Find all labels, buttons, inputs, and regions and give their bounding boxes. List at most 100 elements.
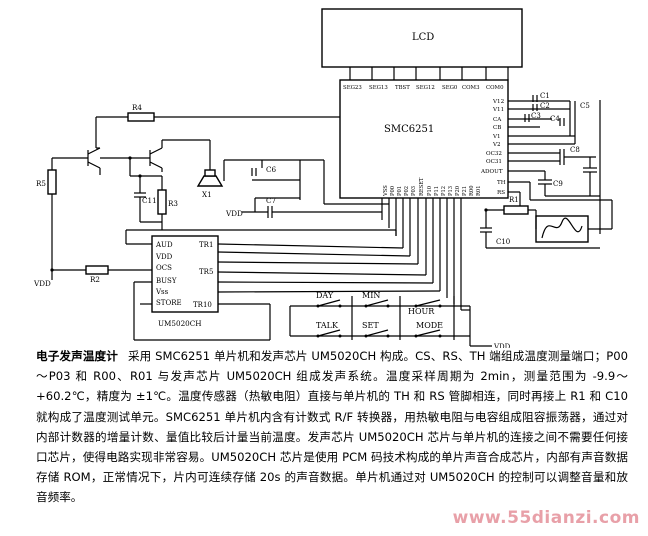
svg-text:V1: V1 [492, 134, 501, 140]
mcu-bottom-leads [381, 198, 462, 310]
voice-chip-left-pins: AUD VDD OCS BUSY Vss STORE [155, 241, 182, 307]
svg-text:SET: SET [362, 321, 379, 330]
svg-text:STORE: STORE [156, 299, 182, 307]
thermistor-labels: R1 C10 [496, 196, 519, 246]
svg-text:R5: R5 [36, 179, 46, 188]
svg-text:MODE: MODE [416, 321, 443, 330]
lcd-block [321, 8, 523, 68]
svg-text:DAY: DAY [316, 291, 334, 300]
svg-text:OCS: OCS [156, 264, 172, 272]
thermistor [535, 215, 589, 243]
button-day-switch [316, 299, 342, 308]
button-set-switch [364, 329, 390, 338]
svg-text:V11: V11 [492, 107, 504, 113]
svg-text:SEG0: SEG0 [442, 85, 458, 91]
svg-text:TR1: TR1 [199, 241, 213, 249]
svg-text:Vss: Vss [155, 288, 169, 296]
mcu-block [339, 79, 509, 199]
svg-text:P10: P10 [427, 186, 433, 196]
r2-resistor [85, 265, 109, 275]
button-hour-switch [414, 299, 442, 308]
svg-text:COM0: COM0 [486, 85, 504, 91]
lcd-bus [349, 67, 509, 80]
r5-resistor [47, 169, 57, 195]
svg-text:C1: C1 [540, 92, 550, 100]
left-part-labels: R4 R5 R3 C11 X1 C6 C7 VDD [36, 103, 276, 218]
svg-text:SEG23: SEG23 [343, 85, 362, 91]
r1-resistor [503, 205, 529, 215]
svg-text:HOUR: HOUR [408, 307, 435, 316]
svg-text:X1: X1 [202, 190, 212, 199]
svg-text:V2: V2 [492, 142, 501, 148]
svg-text:V12: V12 [492, 99, 505, 105]
svg-text:BUSY: BUSY [156, 277, 177, 285]
svg-text:TBST: TBST [395, 85, 410, 91]
svg-text:P00: P00 [390, 186, 396, 196]
svg-text:P20: P20 [455, 186, 461, 196]
svg-text:P02: P02 [404, 186, 410, 196]
svg-text:R01: R01 [476, 185, 482, 196]
svg-text:P03: P03 [411, 186, 417, 196]
button-mode-switch [414, 329, 442, 338]
voice-chip-wiring [50, 229, 441, 341]
svg-text:C9: C9 [553, 180, 563, 188]
svg-text:C4: C4 [550, 115, 560, 123]
voice-chip-block [151, 235, 219, 313]
button-min-switch [364, 299, 390, 308]
svg-text:R00: R00 [469, 185, 475, 196]
svg-text:RS: RS [497, 190, 505, 196]
site-watermark: www.55dianzi.com [452, 508, 640, 528]
svg-text:C7: C7 [266, 196, 276, 205]
svg-text:C3: C3 [531, 112, 541, 120]
right-cap-labels: C1 C2 C3 C4 C5 C8 C9 [531, 92, 590, 188]
svg-text:TH: TH [497, 180, 506, 186]
svg-text:SEG12: SEG12 [416, 85, 435, 91]
svg-text:COM3: COM3 [462, 85, 480, 91]
caption-body: 采用 SMC6251 单片机和发声芯片 UM5020CH 构成。CS、RS、TH… [36, 349, 628, 505]
svg-text:P01: P01 [397, 186, 403, 196]
svg-text:R4: R4 [132, 103, 142, 112]
r4-resistor [127, 112, 155, 122]
lcd-label: LCD [412, 32, 434, 43]
svg-text:C5: C5 [580, 102, 590, 110]
svg-text:C6: C6 [266, 165, 276, 174]
svg-text:SEG13: SEG13 [369, 85, 388, 91]
svg-text:RESET: RESET [419, 177, 425, 196]
svg-text:VSS: VSS [383, 185, 389, 197]
svg-text:TR5: TR5 [199, 268, 213, 276]
svg-text:P11: P11 [434, 186, 440, 196]
left-analog-section [47, 112, 389, 270]
svg-text:C10: C10 [496, 238, 510, 246]
svg-text:TR10: TR10 [193, 301, 212, 309]
svg-text:CB: CB [493, 125, 501, 131]
svg-text:AUD: AUD [155, 241, 173, 249]
svg-text:MIN: MIN [362, 291, 380, 300]
x1-speaker [196, 175, 224, 187]
svg-text:VDD: VDD [33, 279, 51, 288]
mcu-right-pins: V12 V11 CA CB V1 V2 OC32 OC31 ADOUT TH R… [480, 99, 506, 196]
r2-labels: R2 VDD [33, 275, 100, 288]
r3-resistor [157, 189, 167, 215]
thermistor-section [480, 182, 613, 249]
svg-text:TALK: TALK [316, 321, 339, 330]
svg-text:VDD: VDD [225, 209, 243, 218]
button-talk-switch [316, 329, 342, 338]
caption-title: 电子发声温度计 [36, 349, 118, 363]
svg-text:C11: C11 [142, 196, 157, 205]
svg-text:R3: R3 [168, 199, 178, 208]
figure-caption: 电子发声温度计采用 SMC6251 单片机和发声芯片 UM5020CH 构成。C… [36, 346, 628, 508]
svg-text:OC31: OC31 [486, 159, 502, 165]
svg-text:CA: CA [493, 117, 502, 123]
svg-text:OC32: OC32 [486, 151, 502, 157]
svg-text:R2: R2 [90, 275, 100, 284]
svg-text:R1: R1 [509, 196, 519, 204]
button-labels: DAY MIN HOUR TALK SET MODE VDD [316, 291, 511, 348]
svg-text:P12: P12 [441, 186, 447, 196]
button-matrix [289, 296, 492, 347]
mcu-label: SMC6251 [384, 124, 434, 135]
svg-text:ADOUT: ADOUT [480, 169, 503, 175]
schematic-diagram: LCD SMC6251 SEG23 SEG13 TBST SEG12 SEG0 … [33, 8, 613, 348]
svg-text:P21: P21 [462, 186, 468, 196]
mcu-bottom-pins: VSS P00 P01 P02 P03 RESET P10 P11 P12 P1… [383, 177, 482, 197]
voice-chip-right-pins: TR1 TR5 TR10 [193, 241, 213, 309]
